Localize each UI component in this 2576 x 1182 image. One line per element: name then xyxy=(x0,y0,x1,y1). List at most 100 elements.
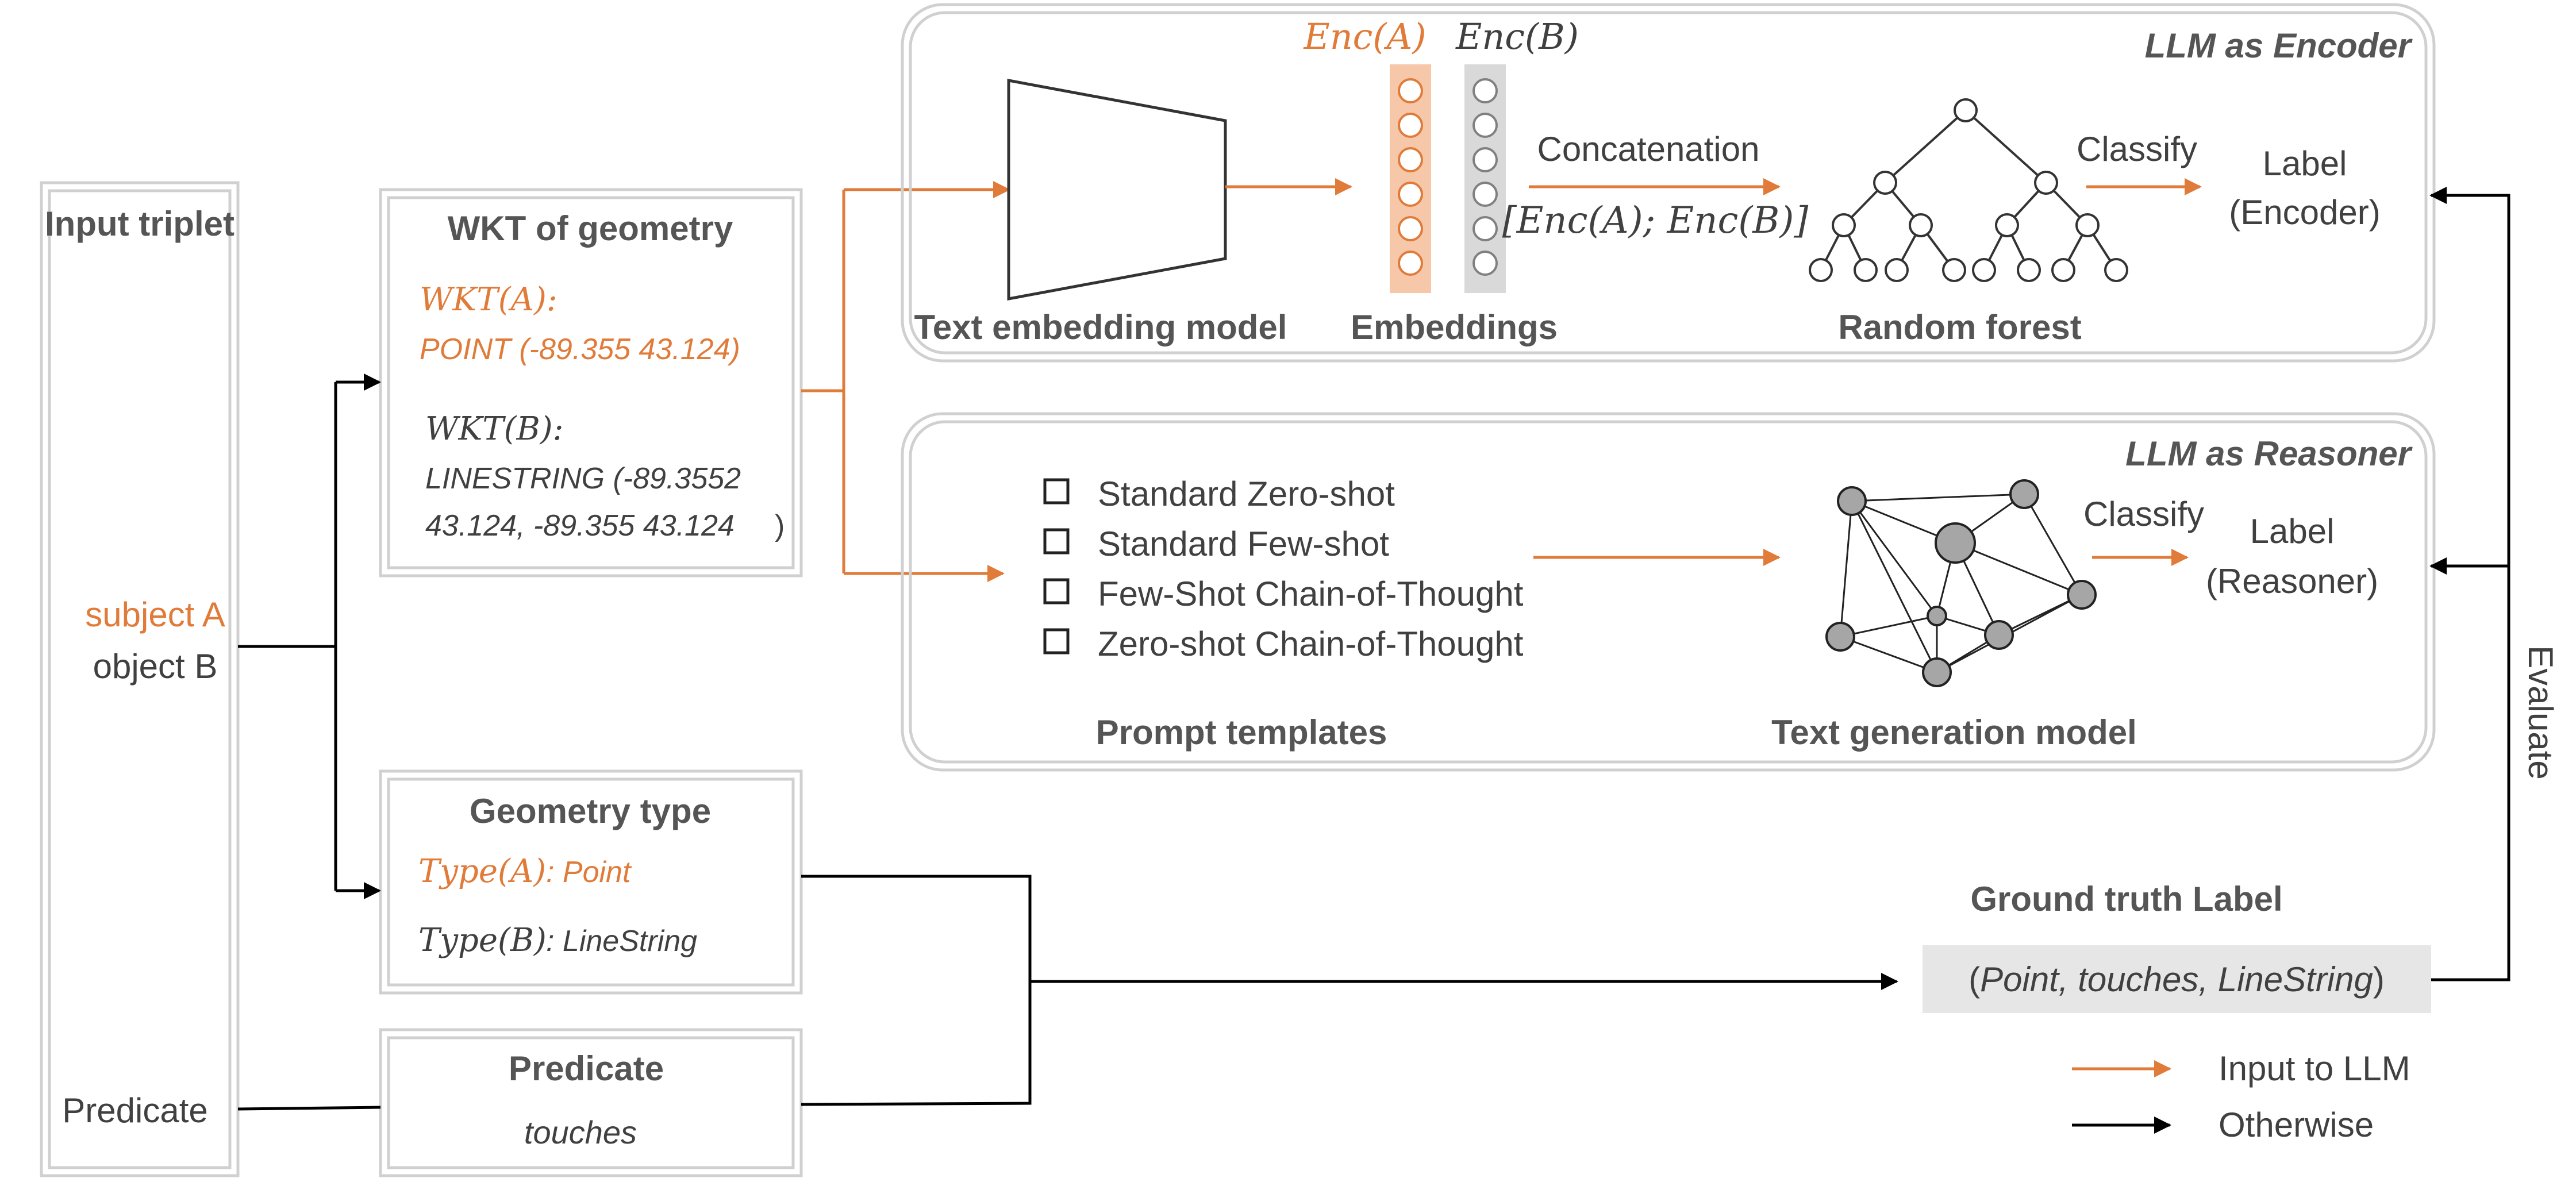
tree-node xyxy=(2034,171,2058,195)
tree-node xyxy=(2051,258,2075,282)
embedding-dimension-circle xyxy=(1398,147,1423,172)
tree-node xyxy=(1942,258,1966,282)
wkt-box: WKT of geometry WKT(A): POINT (-89.355 4… xyxy=(379,188,803,577)
prompt-option: Standard Few-shot xyxy=(1043,525,1389,563)
enc-b-circles xyxy=(1472,78,1498,276)
embedding-dimension-circle xyxy=(1398,251,1423,276)
legend-input-to-llm: Input to LLM xyxy=(2219,1049,2410,1088)
tree-node xyxy=(1909,213,1933,237)
encoder-panel-title: LLM as Encoder xyxy=(2145,26,2413,65)
input-triplet-title: Input triplet xyxy=(45,205,234,243)
predicate-box: Predicate touches xyxy=(379,1028,803,1177)
reasoner-panel: LLM as Reasoner Standard Zero-shot Stand… xyxy=(901,412,2436,772)
predicate-title: Predicate xyxy=(509,1049,664,1088)
embedding-dimension-circle xyxy=(1472,78,1498,103)
evaluate-label: Evaluate xyxy=(2521,645,2560,780)
tree-node xyxy=(1873,171,1897,195)
encoder-panel: LLM as Encoder Text embedding model Enc(… xyxy=(901,3,2436,363)
random-forest-label: Random forest xyxy=(1838,308,2081,346)
random-forest-tree xyxy=(1809,98,2128,282)
tree-edge xyxy=(1884,109,1967,184)
tree-node xyxy=(1954,98,1978,122)
type-a-value: : Point xyxy=(546,856,632,889)
network-node xyxy=(2009,479,2039,509)
prompt-options-list: Standard Zero-shot Standard Few-shot Few… xyxy=(1043,475,1524,663)
ground-truth-value: (Point, touches, LineString) xyxy=(1968,960,2385,999)
network-node xyxy=(1984,620,2014,650)
enc-a-circles xyxy=(1398,78,1423,276)
checkbox-icon xyxy=(1043,478,1070,505)
network-edge xyxy=(1851,493,2025,502)
network-edge xyxy=(1851,500,1938,617)
concatenation-label: Concatenation xyxy=(1537,130,1760,168)
tree-node xyxy=(2104,258,2128,282)
tree-node xyxy=(1885,258,1909,282)
input-triplet-box: Input triplet subject A object B Predica… xyxy=(40,181,240,1177)
checkbox-icon xyxy=(1043,528,1070,555)
network-edge xyxy=(2023,494,2083,595)
enc-a-label: Enc(A) xyxy=(1303,16,1426,57)
tree-node xyxy=(1972,258,1996,282)
network-node xyxy=(1837,486,1867,516)
wkt-to-llm-connectors xyxy=(801,181,1010,582)
embeddings-label: Embeddings xyxy=(1351,308,1558,346)
legend-otherwise: Otherwise xyxy=(2219,1106,2374,1144)
ground-truth-connectors xyxy=(801,875,1898,1106)
type-b-label: Type(B) xyxy=(418,922,547,959)
tree-edge xyxy=(1964,109,2047,184)
text-generation-network xyxy=(1825,479,2097,687)
subject-a-label: subject A xyxy=(85,595,225,634)
embedding-dimension-circle xyxy=(1472,182,1498,207)
network-node xyxy=(1935,522,1976,564)
tree-node xyxy=(2017,258,2041,282)
embedding-dimension-circle xyxy=(1472,113,1498,138)
checkbox-icon xyxy=(1043,628,1070,654)
network-edge xyxy=(1840,615,1937,638)
embedding-dimension-circle xyxy=(1472,251,1498,276)
embedding-dimension-circle xyxy=(1398,216,1423,241)
wkt-b-label: WKT(B): xyxy=(425,410,563,448)
wkt-a-value: POINT (-89.355 43.124) xyxy=(420,333,740,366)
embedding-model-label: Text embedding model xyxy=(914,308,1287,346)
tree-node xyxy=(1809,258,1833,282)
network-edge xyxy=(1955,542,2082,596)
tree-node xyxy=(1854,258,1878,282)
geometry-type-box: Geometry type Type(A) : Point Type(B) : … xyxy=(379,769,803,995)
reasoner-output-line1: Label xyxy=(2250,512,2335,550)
wkt-b-close: ) xyxy=(775,509,785,542)
encoder-classify-label: Classify xyxy=(2077,130,2197,168)
prompt-option: Zero-shot Chain-of-Thought xyxy=(1043,625,1524,663)
reasoner-classify-label: Classify xyxy=(2083,495,2204,533)
evaluate-connectors xyxy=(2429,187,2510,981)
prompt-option: Standard Zero-shot xyxy=(1043,475,1395,513)
wkt-title: WKT of geometry xyxy=(448,209,733,248)
prompt-option-label: Zero-shot Chain-of-Thought xyxy=(1098,625,1524,663)
reasoner-panel-title: LLM as Reasoner xyxy=(2125,434,2413,473)
ground-truth: Ground truth Label (Point, touches, Line… xyxy=(1923,880,2431,1013)
tree-node xyxy=(1832,213,1856,237)
legend: Input to LLM Otherwise xyxy=(2072,1049,2410,1144)
network-node xyxy=(1825,622,1855,652)
network-node xyxy=(1922,657,1952,687)
text-generation-label: Text generation model xyxy=(1771,713,2137,752)
embedding-dimension-circle xyxy=(1398,78,1423,103)
embedding-dimension-circle xyxy=(1398,113,1423,138)
wkt-a-label: WKT(A): xyxy=(420,281,558,318)
enc-b-label: Enc(B) xyxy=(1455,16,1579,57)
embedding-dimension-circle xyxy=(1398,182,1423,207)
tree-node xyxy=(2075,213,2100,237)
type-b-value: : LineString xyxy=(546,925,697,958)
object-b-label: object B xyxy=(93,647,218,686)
network-edge xyxy=(1839,500,1853,637)
geometry-type-title: Geometry type xyxy=(470,792,711,830)
prompt-templates-label: Prompt templates xyxy=(1096,713,1387,752)
text-embedding-model-shape xyxy=(1007,78,1227,301)
encoder-output-line1: Label xyxy=(2263,144,2347,183)
prompt-option: Few-Shot Chain-of-Thought xyxy=(1043,575,1524,613)
checkbox-icon xyxy=(1043,578,1070,605)
ground-truth-title: Ground truth Label xyxy=(1970,880,2282,918)
wkt-b-line1: LINESTRING (-89.3552 xyxy=(425,462,741,495)
wkt-b-line2: 43.124, -89.355 43.124 xyxy=(425,509,735,542)
network-edge xyxy=(1851,500,1938,673)
